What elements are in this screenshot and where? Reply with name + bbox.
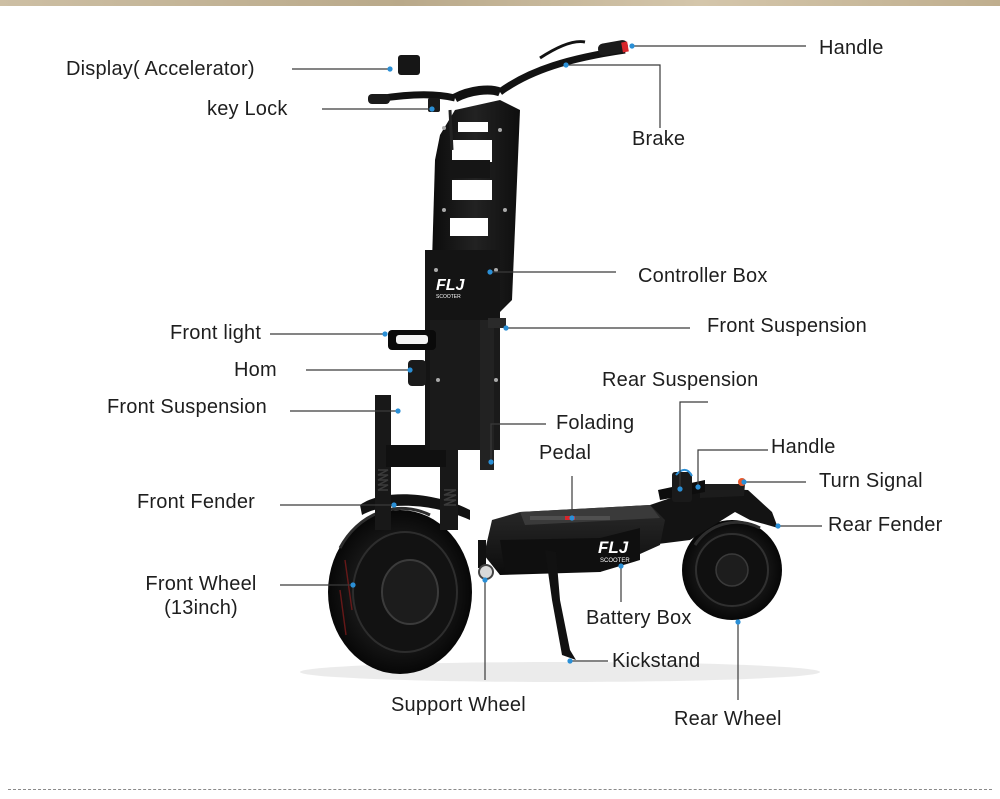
stem-logo: FLJ [436, 277, 466, 294]
label-rear-wheel: Rear Wheel [674, 708, 782, 730]
deck-logo: FLJ [598, 538, 629, 557]
label-battery-box: Battery Box [586, 607, 692, 629]
label-rear-fender: Rear Fender [828, 514, 943, 536]
top-texture-band [0, 0, 1000, 6]
steering-stem: FLJ SCOOTER [425, 100, 520, 470]
front-light [388, 330, 436, 350]
label-front-wheel: Front Wheel (13inch) [136, 572, 266, 620]
label-key-lock: key Lock [207, 98, 288, 120]
label-controller-box: Controller Box [638, 265, 768, 287]
bottom-divider [8, 789, 992, 790]
label-rear-suspension: Rear Suspension [602, 369, 759, 391]
ground-shadow [300, 662, 820, 682]
label-front-suspension-right: Front Suspension [707, 315, 867, 337]
rear-wheel [682, 520, 782, 620]
leader-lines [270, 45, 822, 700]
label-front-suspension-left: Front Suspension [107, 396, 267, 418]
label-kickstand: Kickstand [612, 650, 701, 672]
deck-logo-sub: SCOOTER [600, 558, 630, 564]
label-front-light: Front light [170, 322, 262, 344]
label-horn: Hom [234, 359, 277, 381]
label-folding: Folading [556, 412, 635, 434]
horn [408, 360, 426, 386]
kickstand [545, 550, 576, 660]
label-front-fender: Front Fender [137, 491, 256, 513]
label-front-wheel-line2: (13inch) [164, 597, 238, 619]
label-pedal: Pedal [539, 442, 592, 464]
deck: FLJ SCOOTER [484, 505, 665, 575]
label-brake: Brake [632, 128, 686, 150]
label-front-wheel-line1: Front Wheel [145, 573, 257, 595]
front-wheel [328, 506, 472, 674]
label-support-wheel: Support Wheel [391, 694, 526, 716]
label-handle-top: Handle [819, 37, 884, 59]
label-handle-rear: Handle [771, 436, 836, 458]
stem-logo-sub: SCOOTER [436, 294, 461, 300]
callout-dots [350, 43, 781, 664]
label-display: Display( Accelerator) [66, 58, 255, 80]
label-turn-signal: Turn Signal [819, 470, 923, 492]
